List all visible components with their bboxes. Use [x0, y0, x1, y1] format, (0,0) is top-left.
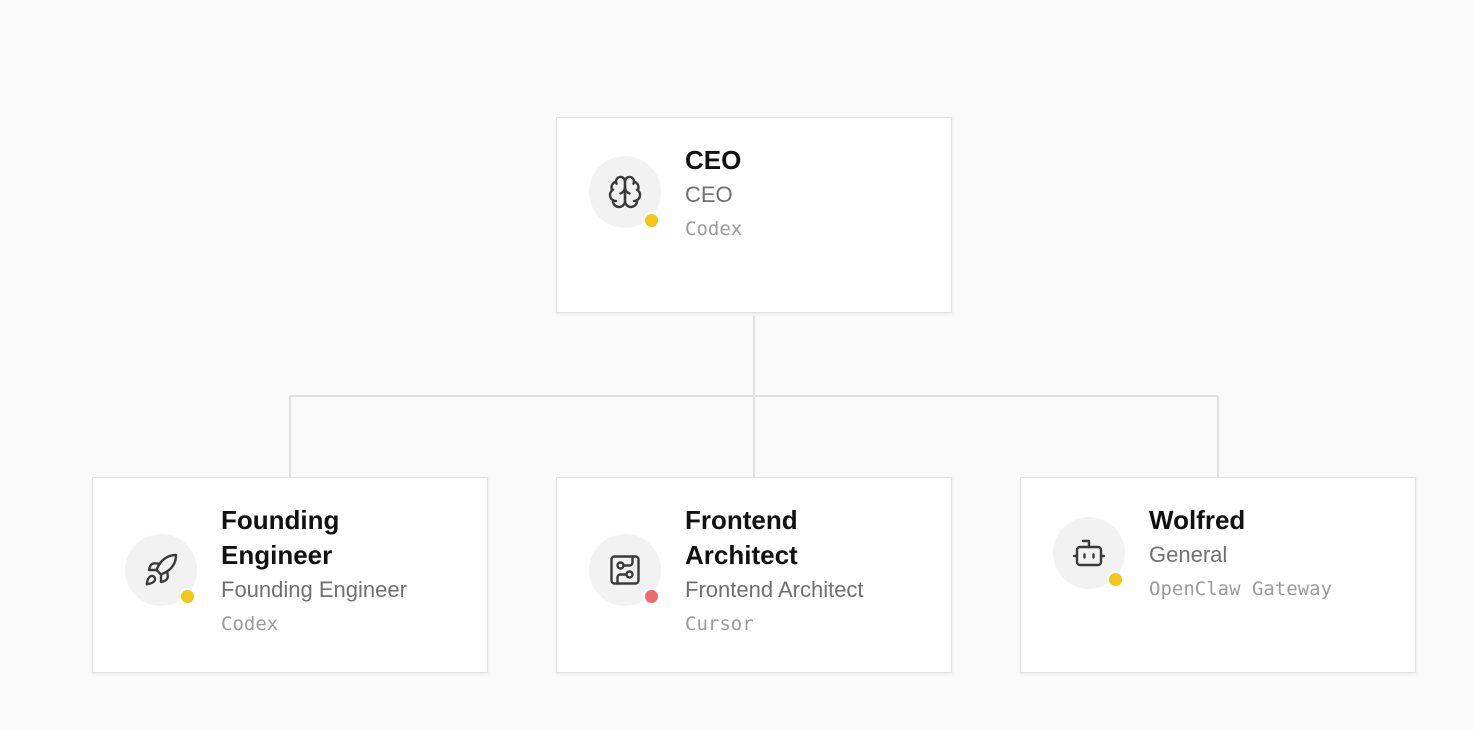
brain-icon	[608, 175, 642, 209]
agent-info: Founding Engineer Founding Engineer Code…	[221, 503, 421, 641]
agent-adapter: Cursor	[685, 613, 754, 635]
agent-role: General	[1149, 542, 1228, 567]
status-dot	[643, 588, 660, 605]
agent-name: Wolfred	[1149, 505, 1246, 535]
agent-card-ceo[interactable]: CEO CEO Codex	[556, 117, 952, 313]
status-dot	[1107, 571, 1124, 588]
agent-card-wolfred[interactable]: Wolfred General OpenClaw Gateway	[1020, 477, 1416, 673]
status-dot	[643, 212, 660, 229]
status-dot	[179, 588, 196, 605]
agent-info: Frontend Architect Frontend Architect Cu…	[685, 503, 885, 641]
agent-adapter: OpenClaw Gateway	[1149, 578, 1333, 600]
agent-info: CEO CEO Codex	[685, 143, 885, 246]
agent-name: Frontend Architect	[685, 505, 798, 570]
agent-role: Frontend Architect	[685, 577, 864, 602]
circuit-board-icon	[610, 555, 640, 585]
agent-adapter: Codex	[685, 218, 743, 240]
agent-name: Founding Engineer	[221, 505, 340, 570]
agent-card-founding-engineer[interactable]: Founding Engineer Founding Engineer Code…	[92, 477, 488, 673]
agent-adapter: Codex	[221, 613, 279, 635]
agent-name: CEO	[685, 145, 742, 175]
agent-card-frontend-architect[interactable]: Frontend Architect Frontend Architect Cu…	[556, 477, 952, 673]
agent-info: Wolfred General OpenClaw Gateway	[1149, 503, 1349, 606]
agent-role: Founding Engineer	[221, 577, 407, 602]
rocket-icon	[145, 553, 178, 586]
agent-role: CEO	[685, 182, 733, 207]
bot-icon	[1072, 539, 1106, 567]
